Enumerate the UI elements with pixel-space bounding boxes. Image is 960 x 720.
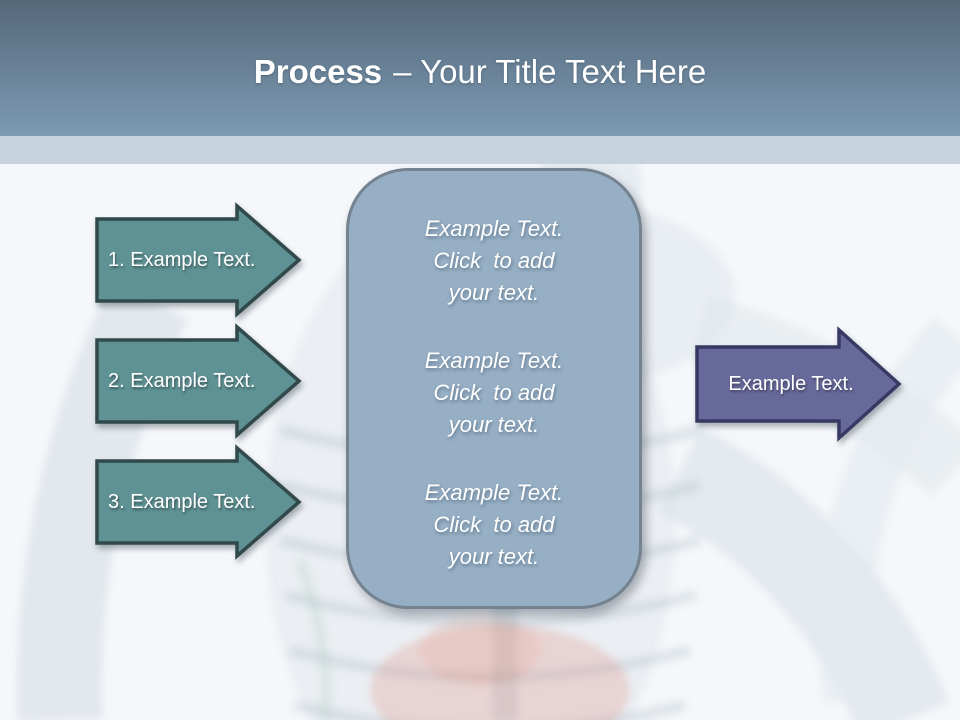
page-title-rest: – Your Title Text Here — [393, 53, 707, 90]
step-arrow-2-label: 2. Example Text. — [108, 369, 256, 392]
page-title-bold: Process — [253, 53, 383, 90]
right-arrow-shape — [95, 323, 302, 439]
panel-text-block-3: Example Text. Click to add your text. — [424, 480, 564, 569]
page-title: Process – Your Title Text Here — [0, 52, 960, 92]
content-panel-inner: Example Text. Click to add your text. Ex… — [349, 171, 639, 606]
header-bar — [0, 0, 960, 136]
header-divider-band — [0, 136, 960, 164]
step-arrow-2[interactable]: 2. Example Text. — [95, 323, 302, 439]
step-arrow-3[interactable]: 3. Example Text. — [95, 444, 302, 560]
right-arrow-shape — [95, 202, 302, 318]
panel-text-block-1: Example Text. Click to add your text. — [424, 216, 564, 305]
panel-text-block-2: Example Text. Click to add your text. — [424, 348, 564, 437]
right-arrow-shape — [95, 444, 302, 560]
content-panel[interactable]: Example Text. Click to add your text. Ex… — [346, 168, 642, 609]
output-arrow[interactable]: Example Text. — [695, 326, 902, 442]
step-arrow-3-label: 3. Example Text. — [108, 490, 256, 513]
output-arrow-label: Example Text. — [728, 372, 854, 395]
right-arrow-shape — [695, 326, 902, 442]
step-arrow-1[interactable]: 1. Example Text. — [95, 202, 302, 318]
step-arrow-1-label: 1. Example Text. — [108, 248, 256, 271]
